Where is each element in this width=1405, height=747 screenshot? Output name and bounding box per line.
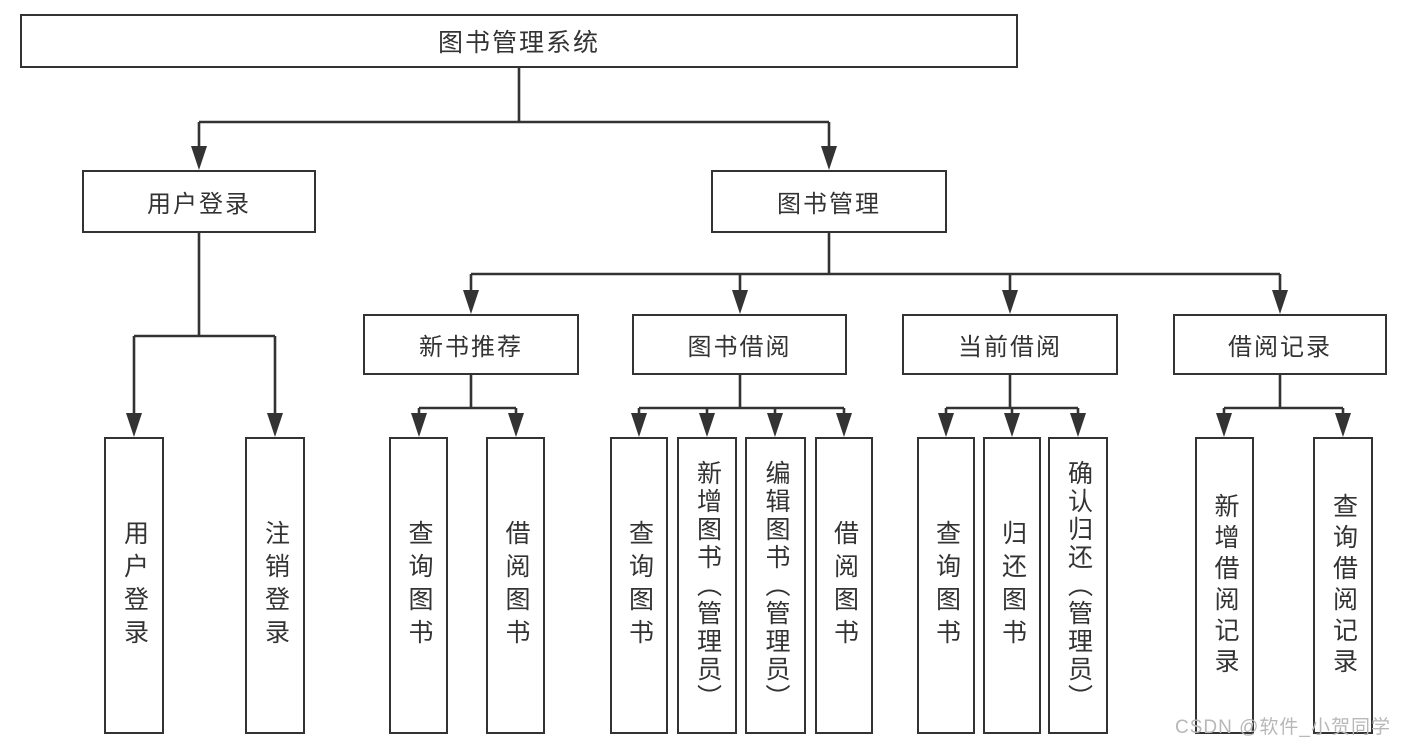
leaf-add-borrow-record: 新增借阅记录 [1195,437,1254,734]
wire-user-login-subtree [132,233,277,417]
leaf-edit-book-admin: 编辑图书（管理员） [745,437,806,734]
leaf-logout-login: 注销登录 [245,437,305,734]
arrow-down-icon [1002,290,1018,314]
node-user-login: 用户登录 [82,170,316,233]
leaf-query-book-recommend: 查询图书 [389,437,448,734]
arrow-down-icon [1335,413,1351,437]
arrow-down-icon [508,413,524,437]
leaf-user-login: 用户登录 [104,437,164,734]
arrow-down-icon [836,413,852,437]
leaf-confirm-return-admin: 确认归还（管理员） [1048,437,1108,734]
arrow-down-icon [1070,413,1086,437]
arrow-down-icon [699,413,715,437]
csdn-watermark: CSDN @软件_小贺同学 [1175,717,1391,738]
wire-root-to-level2 [197,68,831,148]
leaf-query-borrow-record: 查询借阅记录 [1313,437,1373,734]
arrow-down-icon [732,290,748,314]
leaf-query-book-borrow: 查询图书 [610,437,668,734]
arrow-down-icon [631,413,647,437]
leaf-borrow-book: 借阅图书 [815,437,873,734]
arrow-down-icon [463,290,479,314]
wire-borrow-record-leaves [1222,375,1345,417]
leaf-add-book-admin: 新增图书（管理员） [677,437,737,734]
leaf-return-book: 归还图书 [983,437,1041,734]
arrow-down-icon [411,413,427,437]
arrow-down-icon [767,413,783,437]
arrow-down-icon [938,413,954,437]
arrow-down-icon [821,146,837,170]
wire-new-book-recommend-leaves [417,375,518,417]
node-root: 图书管理系统 [20,14,1018,68]
node-book-management: 图书管理 [711,170,947,233]
arrow-down-icon [1216,413,1232,437]
leaf-borrow-book-recommend: 借阅图书 [486,437,545,734]
leaf-query-book-current: 查询图书 [917,437,975,734]
node-borrow-record: 借阅记录 [1173,314,1387,375]
node-new-book-recommend: 新书推荐 [363,314,579,375]
arrow-down-icon [1004,413,1020,437]
wire-book-management-to-level3 [469,233,1282,292]
arrow-down-icon [267,413,283,437]
wire-current-borrow-leaves [944,375,1080,417]
node-book-borrow: 图书借阅 [632,314,847,375]
wire-book-borrow-leaves [637,375,846,417]
arrow-down-icon [126,413,142,437]
arrow-down-icon [1272,290,1288,314]
arrowheads [126,146,1351,437]
arrow-down-icon [191,146,207,170]
node-current-borrow: 当前借阅 [902,314,1118,375]
